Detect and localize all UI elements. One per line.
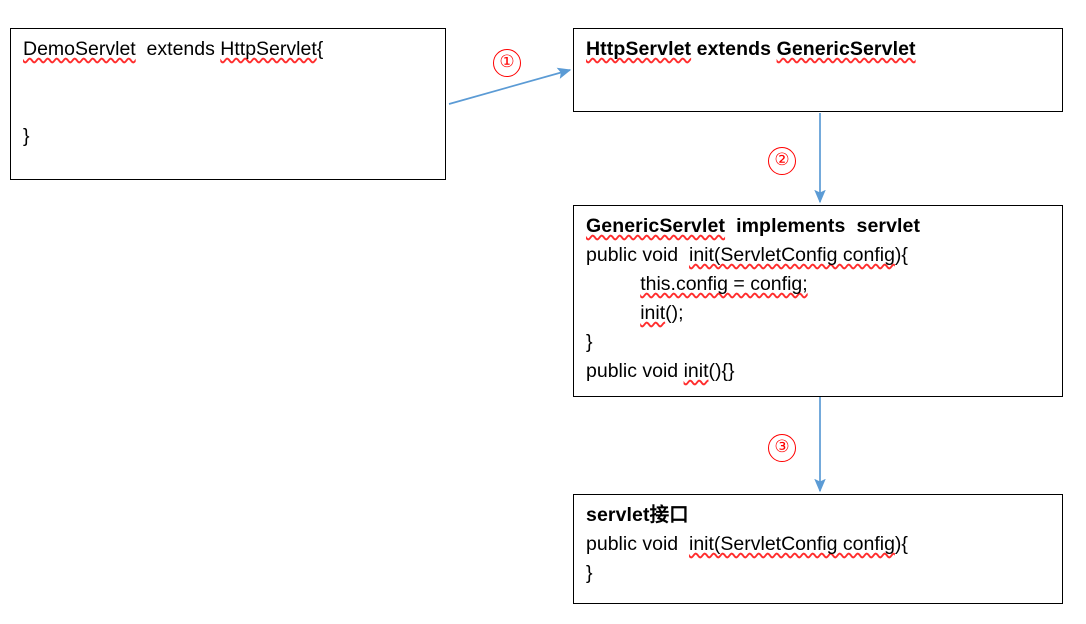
step-badge-1: ① <box>493 49 521 77</box>
misspelled-token: init(ServletConfig config <box>688 533 895 555</box>
code-token: { <box>316 38 324 60</box>
misspelled-token: DemoServlet <box>23 38 136 60</box>
code-line: public void init(ServletConfig config){ <box>586 530 1050 559</box>
code-token: } <box>586 562 593 584</box>
code-token: implements servlet <box>725 215 921 237</box>
code-line <box>23 93 433 122</box>
step-badge-2: ② <box>768 147 796 175</box>
code-line: public void init(ServletConfig config){ <box>586 241 1050 270</box>
code-token: public void <box>586 360 684 382</box>
code-line: this.config = config; <box>586 270 1050 299</box>
code-line: } <box>586 328 1050 357</box>
code-token: public void <box>586 533 689 555</box>
code-token: extends <box>691 38 777 60</box>
code-line: GenericServlet implements servlet <box>586 212 1050 241</box>
code-token: ){ <box>894 533 908 555</box>
code-token <box>586 273 640 295</box>
misspelled-token: this.config = config; <box>640 273 808 295</box>
code-line: init(); <box>586 299 1050 328</box>
box-demo-servlet[interactable]: DemoServlet extends HttpServlet{ } <box>10 28 446 180</box>
code-token: (); <box>665 302 684 324</box>
code-token <box>586 302 640 324</box>
code-line: DemoServlet extends HttpServlet{ <box>23 35 433 64</box>
box-http-servlet[interactable]: HttpServlet extends GenericServlet <box>573 28 1063 112</box>
code-token: ){ <box>894 244 908 266</box>
box-generic-servlet[interactable]: GenericServlet implements servlet public… <box>573 205 1063 397</box>
step-badge-3: ③ <box>768 434 796 462</box>
box-servlet-interface[interactable]: servlet接口 public void init(ServletConfig… <box>573 494 1063 604</box>
code-line: servlet接口 <box>586 501 1050 530</box>
code-token: public void <box>586 244 689 266</box>
code-line: } <box>23 122 433 151</box>
code-line <box>23 64 433 93</box>
code-token: (){} <box>708 360 735 382</box>
misspelled-token: HttpServlet <box>220 38 317 60</box>
code-line: public void init(){} <box>586 357 1050 386</box>
misspelled-token: GenericServlet <box>776 38 916 60</box>
misspelled-token: GenericServlet <box>586 215 726 237</box>
misspelled-token: HttpServlet <box>586 38 692 60</box>
misspelled-token: init <box>640 302 666 324</box>
code-line: HttpServlet extends GenericServlet <box>586 35 1050 64</box>
misspelled-token: init <box>683 360 709 382</box>
misspelled-token: init(ServletConfig config <box>688 244 895 266</box>
code-token: extends <box>135 38 221 60</box>
code-line: } <box>586 559 1050 588</box>
code-token: } <box>23 125 30 147</box>
code-token: } <box>586 331 593 353</box>
code-token: servlet接口 <box>586 504 689 526</box>
